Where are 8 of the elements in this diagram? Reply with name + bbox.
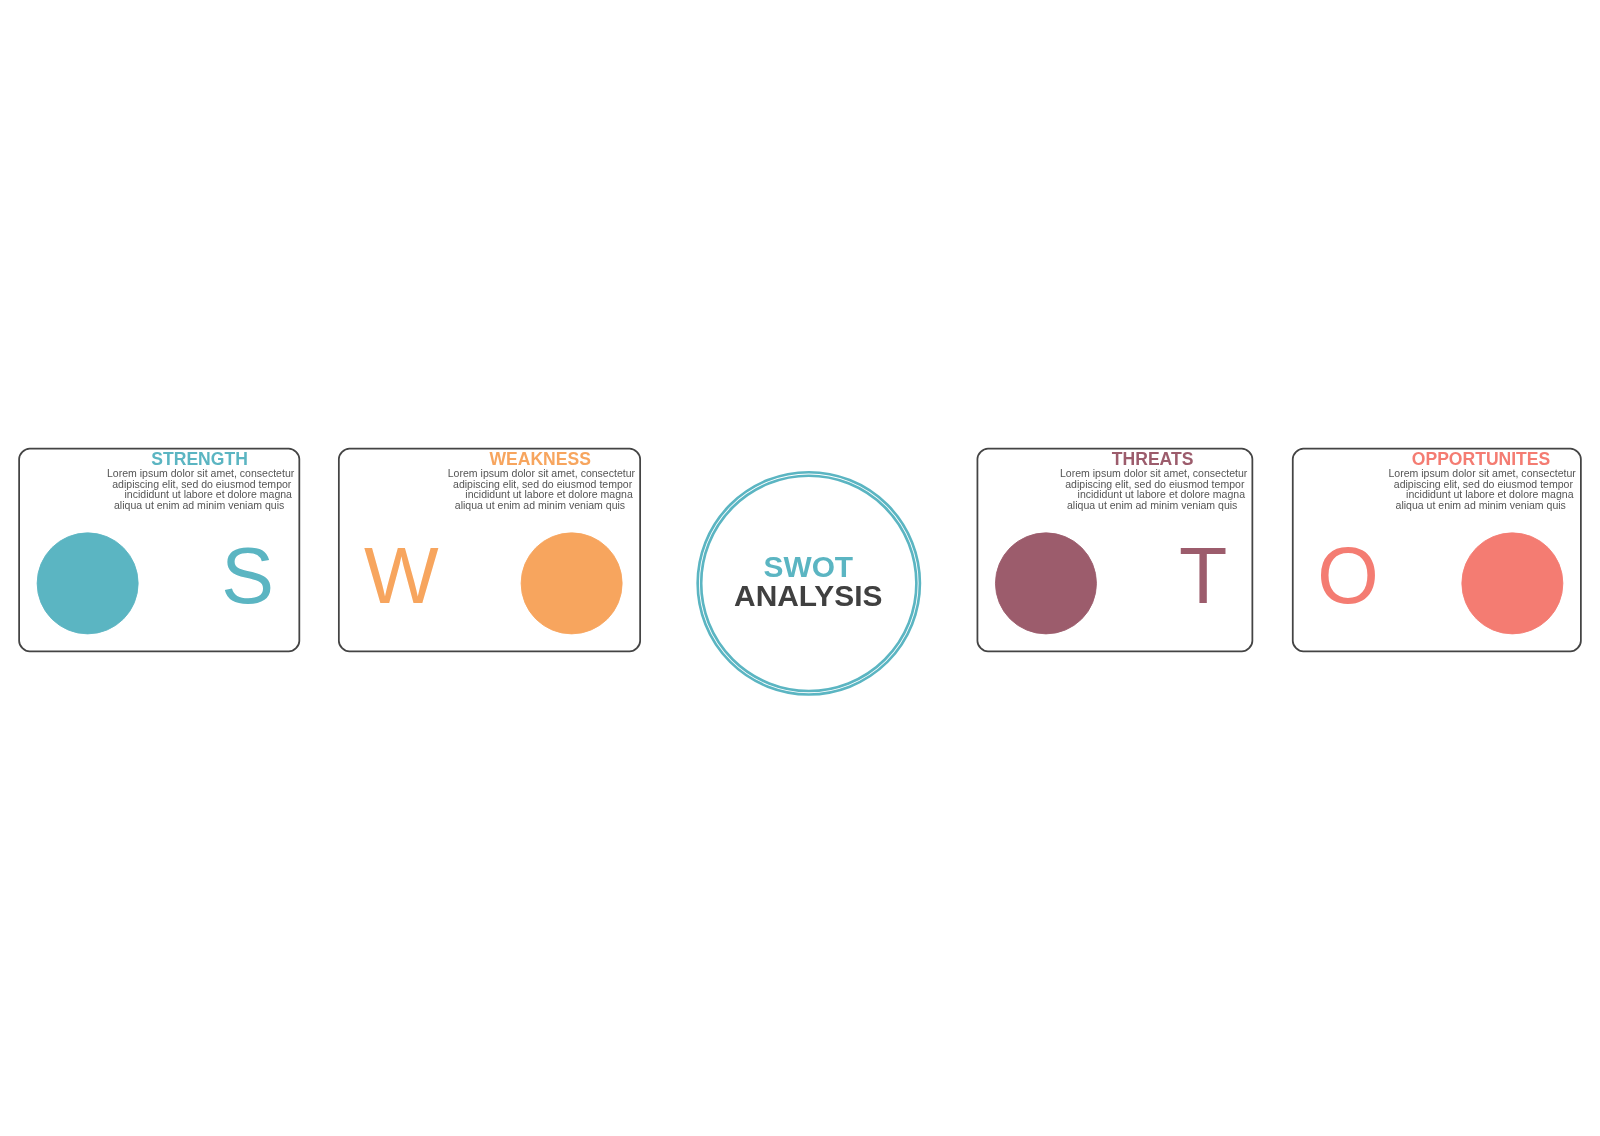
node-circle — [520, 532, 623, 635]
node-circle — [995, 532, 1097, 635]
node-label: O — [1317, 531, 1379, 621]
node-label: W — [363, 531, 439, 621]
node-label: T — [1179, 531, 1228, 621]
node-circle — [36, 532, 139, 635]
node-label: S — [221, 531, 274, 621]
node-circle — [1461, 532, 1564, 635]
